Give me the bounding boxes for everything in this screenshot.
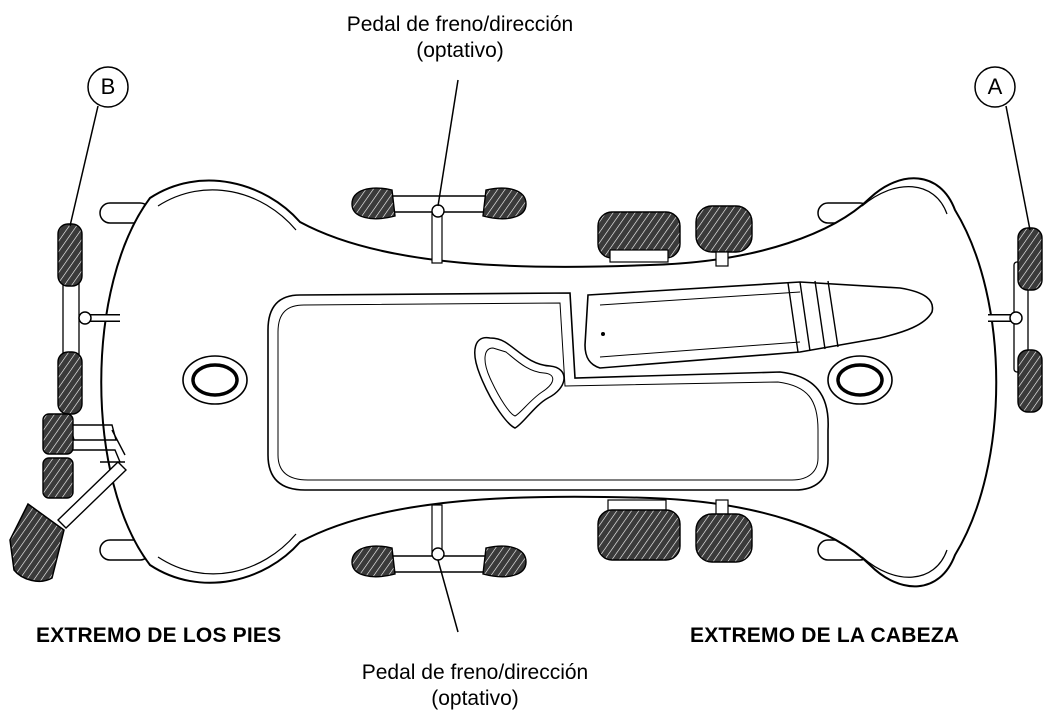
- handhold-foot-end: [182, 355, 248, 405]
- pedal-label-top: Pedal de freno/dirección (optativo): [330, 12, 590, 64]
- pedal-label-bottom-line1: Pedal de freno/dirección: [361, 661, 589, 684]
- callout-leaders: [69, 79, 1031, 633]
- bottle-holder-detail: [599, 291, 801, 358]
- pedal-label-bottom: Pedal de freno/dirección (optativo): [345, 660, 605, 712]
- pedal-label-top-line2: (optativo): [416, 39, 504, 62]
- bottle-clamp: [787, 280, 839, 353]
- mattress-recess-inner: [277, 302, 819, 481]
- stretcher-frame-inner-edge: [157, 186, 948, 578]
- oxygen-bottle-holder: [584, 281, 934, 369]
- head-support-inner: [484, 347, 554, 417]
- head-support: [474, 336, 565, 429]
- brake-pedal-top: [351, 187, 527, 264]
- handhold-head-end: [827, 355, 893, 405]
- callout-b-label: B: [100, 74, 116, 99]
- caster-wheels-top: [597, 205, 753, 267]
- callout-circle-b: [87, 66, 129, 108]
- wheel-assembly-a: [988, 227, 1043, 413]
- caster-wheels-bottom: [597, 499, 753, 563]
- callout-a-label: A: [987, 74, 1003, 99]
- foot-end-label: EXTREMO DE LOS PIES: [36, 624, 282, 647]
- pedal-label-top-line1: Pedal de freno/dirección: [346, 13, 574, 36]
- foot-end-pedals: [9, 413, 127, 582]
- callout-circle-a: [974, 66, 1016, 108]
- pedal-label-bottom-line2: (optativo): [431, 687, 519, 710]
- mattress-recess: [267, 292, 829, 491]
- head-end-label: EXTREMO DE LA CABEZA: [690, 624, 960, 647]
